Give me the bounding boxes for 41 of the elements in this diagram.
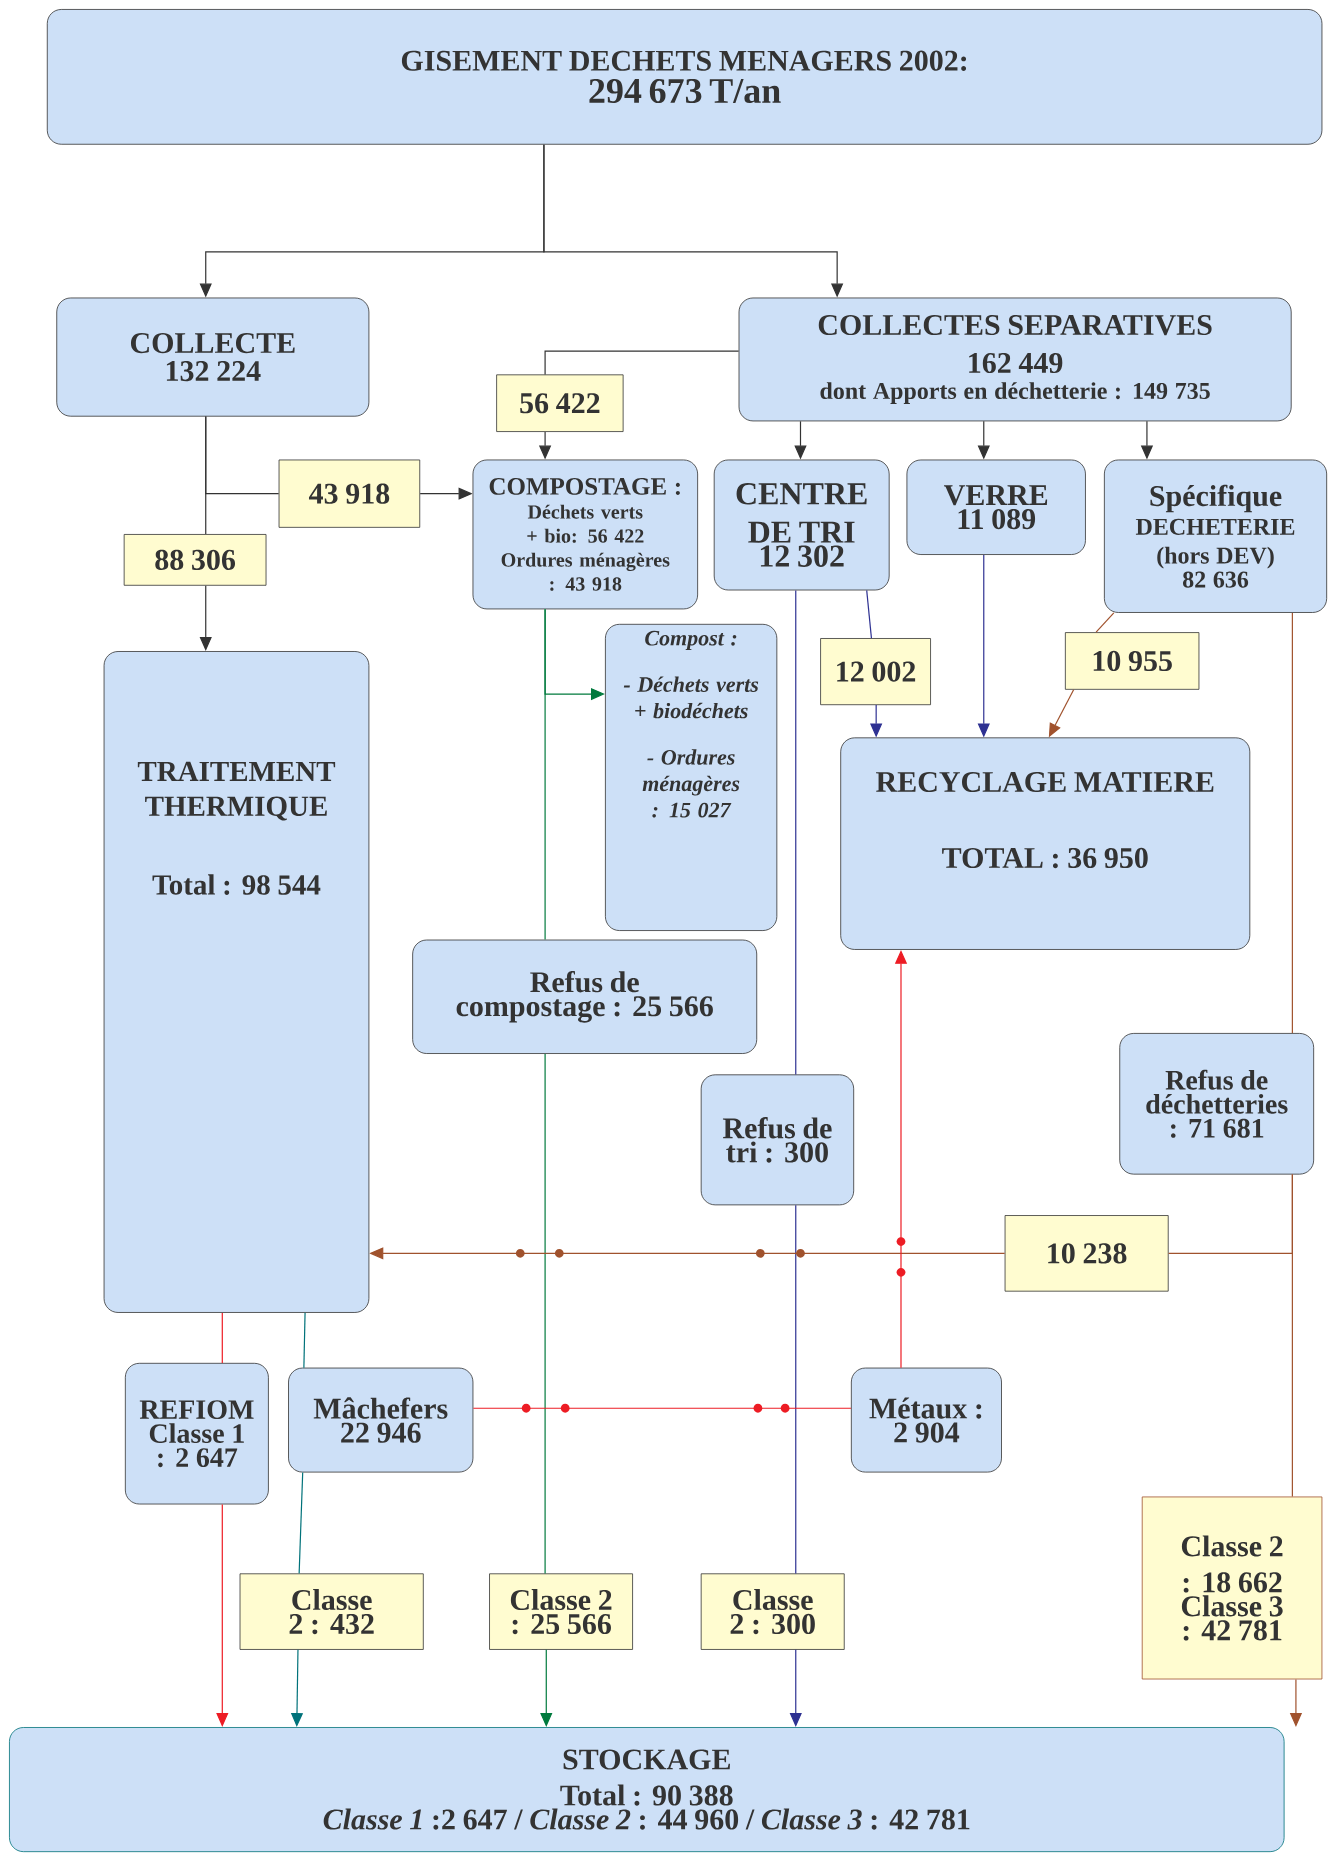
process-box: RECYCLAGE MATIERE TOTAL : 36 950 [840,737,1251,950]
value-box: Classe 2 : 432 [239,1573,424,1650]
process-box: CENTRE DE TRI 12 302 [713,459,890,591]
connector-line [866,589,873,639]
storage-box: STOCKAGE Total : 90 388 Classe 1 :2 647 / Classe 2 : 44 960 / Classe 3 : 42 781 [9,1727,1285,1853]
process-box: Compost : - Déchets verts + biodéchets - Ordures ménagères : 15 027 [605,623,778,931]
connector-line [303,1312,306,1369]
process-box: Refus de tri : 300 [700,1074,855,1206]
value-box: Classe 2 : 25 566 [489,1573,634,1650]
process-box: TRAITEMENT THERMIQUE Total : 98 544 [103,651,370,1313]
process-box: Mâchefers 22 946 [288,1367,474,1473]
connector-line [1291,612,1294,1034]
value-box: 10 238 [1004,1215,1169,1292]
connector-line [221,1312,223,1364]
process-box: Spécifique DECHETERIE (hors DEV) 82 636 [1104,459,1328,613]
connector-line [1168,1173,1294,1254]
connector-line [544,1053,546,1574]
value-box: 56 422 [496,374,624,432]
process-box: Métaux : 2 904 [851,1367,1003,1473]
process-box: Refus de déchetteries : 71 681 [1119,1033,1315,1175]
process-box: Refus de compostage : 25 566 [412,939,758,1054]
value-box: 10 955 [1065,632,1200,690]
value-box: 43 918 [278,459,421,528]
value-box: 12 002 [820,638,932,706]
process-box: REFIOM Classe 1 : 2 647 [125,1362,269,1505]
process-box: COMPOSTAGE : Déchets verts + bio: 56 422 Ordures ménagères : 43 918 [472,459,699,610]
process-box: COLLECTE 132 224 [56,297,370,417]
connector-line [544,608,546,941]
value-box: Classe 2 : 18 662 Classe 3 : 42 781 [1141,1496,1323,1680]
value-box: 88 306 [123,534,267,586]
connector-line [795,589,797,1075]
process-box: GISEMENT DECHETS MENAGERS 2002: 294 673 T/an [47,9,1323,145]
process-box: COLLECTES SEPARATIVES 162 449 dont Apports en déchetterie : 149 735 [738,297,1292,422]
connector-line [472,1403,852,1413]
connector-line [795,1204,797,1574]
connector-line [1095,612,1115,633]
value-box: Classe 2 : 300 [700,1573,845,1650]
connector-line [544,350,740,376]
connector-line [205,416,280,495]
connector-line [298,1471,304,1574]
process-box: VERRE 11 089 [906,459,1086,555]
